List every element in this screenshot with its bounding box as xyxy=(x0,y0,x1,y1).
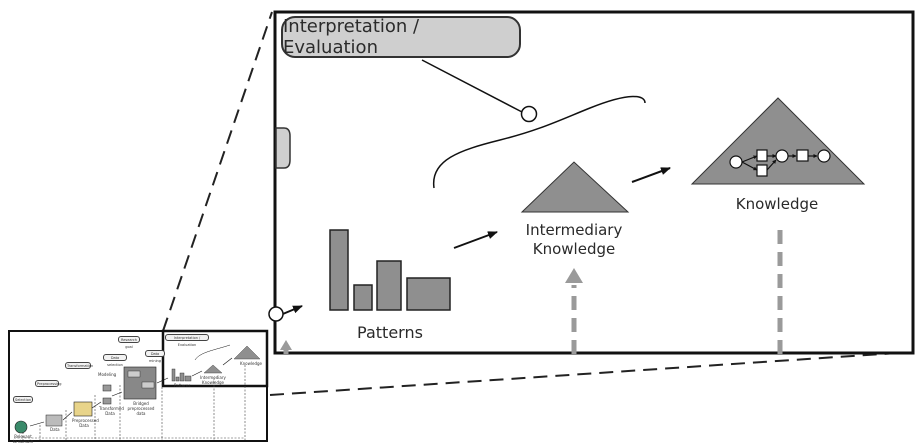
thumb-pill-selection: Selection xyxy=(13,396,33,403)
knowledge-label: Knowledge xyxy=(735,195,819,213)
connector-node xyxy=(520,105,538,123)
thumb-label-relevant: Relevant to domain xyxy=(12,434,34,444)
thumb-label-intermediary: Intermediary Knowledge xyxy=(200,375,226,385)
thumb-pill-research-goal: Research goal xyxy=(118,336,140,349)
thumb-pill-preprocessing: Preprocessing xyxy=(35,380,62,387)
thumb-label-knowledge: Knowledge xyxy=(240,361,262,366)
intermediary-knowledge-triangle xyxy=(520,161,630,213)
arrow-to-knowledge xyxy=(631,167,671,183)
thumbnail-highlight xyxy=(161,329,269,388)
thumb-label-modeling: Modeling xyxy=(98,372,117,377)
interpretation-evaluation-step: Interpretation / Evaluation xyxy=(281,16,521,58)
pattern-bar xyxy=(353,284,373,311)
thumb-pill-data-selection: Data selection xyxy=(103,354,127,367)
thumb-pill-data-mining: Data mining xyxy=(145,350,165,363)
thumb-label-transformed: Transformed Data xyxy=(99,406,124,416)
pattern-bar xyxy=(406,277,451,311)
arrow-to-intermediary xyxy=(453,231,498,249)
pattern-bar xyxy=(376,260,402,311)
side-tab xyxy=(275,127,291,169)
thumb-pill-interpretation: Interpretation / Evaluation xyxy=(165,334,209,347)
connector-curve xyxy=(421,59,523,113)
knowledge-network xyxy=(729,149,831,177)
intermediary-label-line1: Intermediary xyxy=(525,221,623,239)
thumb-label-patterns: Patterns xyxy=(174,383,191,388)
intermediary-label-line2: Knowledge xyxy=(532,240,616,258)
zoom-guide-lines xyxy=(162,11,913,396)
pattern-bar xyxy=(329,229,349,311)
left-edge-node xyxy=(268,306,284,322)
intermediary-knowledge-label: Intermediary Knowledge xyxy=(514,221,634,259)
intermediary-up-arrowhead xyxy=(565,268,583,283)
patterns-bars xyxy=(329,229,451,311)
process-step-label: Interpretation / Evaluation xyxy=(283,16,420,58)
thumb-label-preprocessed: Preprocessed Data xyxy=(72,418,99,428)
thumb-label-data: Data xyxy=(50,427,60,432)
thumb-pill-transformation: Transformation xyxy=(65,362,94,369)
left-up-arrowhead xyxy=(280,340,292,350)
thumb-label-bridged: Bridged preprocessed data xyxy=(127,401,155,416)
patterns-label: Patterns xyxy=(357,323,423,342)
curly-bracket-line xyxy=(432,95,646,189)
